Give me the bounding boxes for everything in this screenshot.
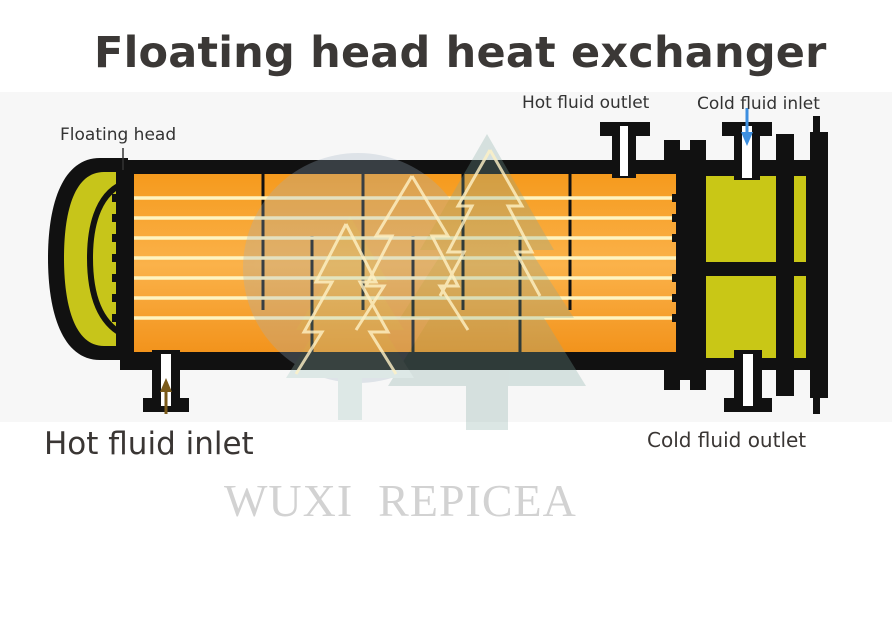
- right-tube-sheet: [664, 140, 706, 390]
- hot-inlet-arrow: [160, 378, 172, 414]
- watermark-logo: [243, 134, 586, 430]
- watermark-tree-outlines: [294, 149, 542, 375]
- tube-bundle: [134, 196, 710, 320]
- channel-head: [700, 116, 828, 414]
- label-hot-fluid-inlet: Hot fluid inlet: [44, 426, 254, 462]
- cold-outlet-nozzle: [724, 350, 772, 412]
- label-cold-fluid-inlet: Cold fluid inlet: [697, 94, 820, 114]
- cold-inlet-arrow: [741, 108, 753, 146]
- page-title: Floating head heat exchanger: [94, 28, 827, 78]
- watermark-text: WUXI REPICEA: [224, 475, 577, 526]
- label-hot-fluid-outlet: Hot fluid outlet: [522, 93, 650, 113]
- label-floating-head: Floating head: [60, 125, 177, 145]
- label-cold-fluid-outlet: Cold fluid outlet: [647, 428, 807, 452]
- hot-outlet-nozzle: [600, 122, 650, 178]
